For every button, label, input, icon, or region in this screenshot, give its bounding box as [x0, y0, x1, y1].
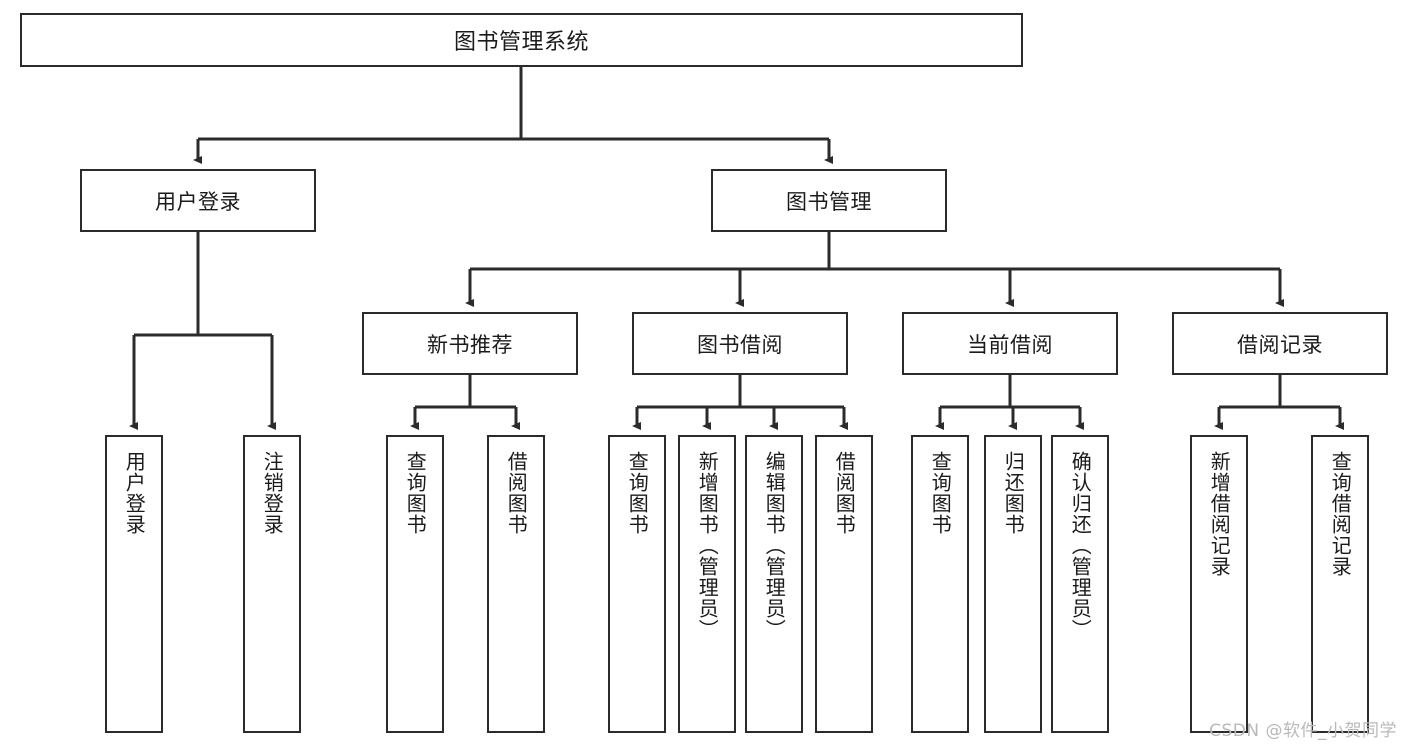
leaf-borrow-book-nbr[interactable]: 借阅图书: [487, 435, 545, 733]
node-new-book-recommend[interactable]: 新书推荐: [362, 312, 578, 375]
node-book-management-label: 图书管理: [786, 189, 872, 214]
node-book-borrow[interactable]: 图书借阅: [632, 312, 848, 375]
leaf-add-book-admin[interactable]: 新增图书（管理员）: [678, 435, 736, 733]
leaf-borrow-book-bb-label: 借阅图书: [832, 451, 857, 535]
leaf-query-borrow-record[interactable]: 查询借阅记录: [1311, 435, 1369, 733]
leaf-add-borrow-record[interactable]: 新增借阅记录: [1190, 435, 1248, 733]
leaf-edit-book-admin-label: 编辑图书（管理员）: [762, 451, 787, 640]
leaf-confirm-return-admin-label: 确认归还（管理员）: [1068, 451, 1093, 640]
leaf-logout-label: 注销登录: [260, 451, 285, 535]
node-current-borrow-label: 当前借阅: [967, 332, 1053, 357]
node-borrow-record-label: 借阅记录: [1237, 332, 1323, 357]
leaf-edit-book-admin[interactable]: 编辑图书（管理员）: [745, 435, 803, 733]
node-book-borrow-label: 图书借阅: [697, 332, 783, 357]
node-current-borrow[interactable]: 当前借阅: [902, 312, 1118, 375]
leaf-confirm-return-admin[interactable]: 确认归还（管理员）: [1051, 435, 1109, 733]
leaf-borrow-book-nbr-label: 借阅图书: [504, 451, 529, 535]
leaf-return-book-label: 归还图书: [1001, 451, 1026, 535]
leaf-add-borrow-record-label: 新增借阅记录: [1207, 451, 1232, 577]
leaf-logout[interactable]: 注销登录: [243, 435, 301, 733]
leaf-query-book-cb-label: 查询图书: [928, 451, 953, 535]
leaf-query-book-bb[interactable]: 查询图书: [608, 435, 666, 733]
node-user-login[interactable]: 用户登录: [80, 169, 316, 232]
leaf-return-book[interactable]: 归还图书: [984, 435, 1042, 733]
leaf-borrow-book-bb[interactable]: 借阅图书: [815, 435, 873, 733]
node-borrow-record[interactable]: 借阅记录: [1172, 312, 1388, 375]
watermark: CSDN @软件_小贺同学: [1209, 721, 1397, 741]
leaf-add-book-admin-label: 新增图书（管理员）: [695, 451, 720, 640]
leaf-query-book-bb-label: 查询图书: [625, 451, 650, 535]
node-root-label: 图书管理系统: [453, 30, 589, 55]
leaf-user-login[interactable]: 用户登录: [105, 435, 163, 733]
node-new-book-recommend-label: 新书推荐: [427, 332, 513, 357]
leaf-query-borrow-record-label: 查询借阅记录: [1328, 451, 1353, 577]
leaf-query-book-cb[interactable]: 查询图书: [911, 435, 969, 733]
node-book-management[interactable]: 图书管理: [711, 169, 947, 232]
leaf-user-login-label: 用户登录: [122, 451, 147, 535]
node-user-login-label: 用户登录: [155, 189, 241, 214]
leaf-query-book-nbr[interactable]: 查询图书: [386, 435, 444, 733]
leaf-query-book-nbr-label: 查询图书: [403, 451, 428, 535]
node-root[interactable]: 图书管理系统: [20, 13, 1023, 67]
